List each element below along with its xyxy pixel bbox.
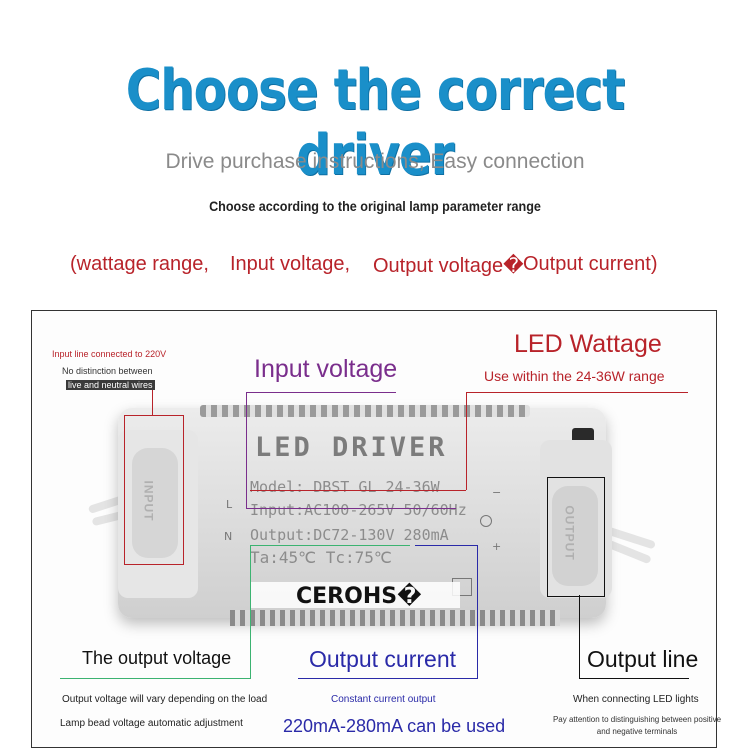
- callout-line-led-wattage: [466, 392, 688, 393]
- param-wattage: (wattage range,: [70, 253, 209, 275]
- label-led-wattage: LED Wattage: [514, 330, 662, 358]
- input-plug-outline: [124, 415, 184, 565]
- callout-line-output-voltage: [250, 545, 251, 679]
- label-live-neutral: live and neutral wires: [66, 380, 155, 390]
- terminal-minus: −: [492, 486, 502, 499]
- terminal-n: N: [224, 530, 233, 543]
- callout-line-led-wattage: [250, 490, 466, 491]
- callout-line-input-voltage: [246, 508, 456, 509]
- callout-line-led-wattage: [466, 392, 467, 490]
- note-connecting: When connecting LED lights: [573, 694, 699, 705]
- label-input-line: Input line connected to 220V: [52, 349, 167, 359]
- driver-output-spec: Output:DC72-130V 280mA: [250, 526, 449, 544]
- callout-line-output-line: [579, 595, 580, 679]
- instruction-text: Choose according to the original lamp pa…: [209, 198, 541, 214]
- label-no-distinction: No distinction between: [62, 366, 153, 376]
- headline: Choose the correct driver: [125, 58, 625, 188]
- cert-badge-backdrop: [250, 582, 460, 608]
- note-current-range: 220mA-280mA can be used: [283, 716, 506, 736]
- label-input-voltage: Input voltage: [254, 355, 398, 383]
- callout-line-output-voltage: [250, 545, 410, 546]
- driver-model: Model: DBST GL 24-36W: [250, 478, 440, 496]
- driver-vent-top: [200, 405, 530, 417]
- lamp-symbol-icon: [480, 515, 492, 527]
- output-plug-outline: [547, 477, 605, 597]
- terminal-l: L: [226, 498, 233, 511]
- callout-line-output-line: [579, 678, 689, 679]
- callout-line-output-current: [415, 545, 477, 546]
- callout-line-output-current: [298, 678, 478, 679]
- note-voltage-vary: Output voltage will vary depending on th…: [62, 694, 268, 705]
- subtitle: Drive purchase instructions, Easy connec…: [165, 150, 585, 173]
- driver-input-spec: Input:AC100-265V 50/60Hz: [250, 501, 467, 519]
- param-input-voltage: Input voltage,: [230, 253, 351, 275]
- driver-temperature: Ta:45℃ Tc:75℃: [250, 548, 392, 567]
- callout-line-output-voltage: [60, 678, 250, 679]
- terminal-plus: +: [492, 540, 502, 553]
- note-voltage-auto: Lamp bead voltage automatic adjustment: [60, 718, 243, 729]
- callout-line-input-voltage: [246, 392, 247, 508]
- param-output-voltage: Output voltage�: [373, 255, 524, 277]
- label-wattage-note: Use within the 24-36W range: [484, 368, 665, 384]
- label-output-line: Output line: [587, 646, 699, 672]
- param-output-current: Output current): [523, 253, 658, 275]
- callout-line-output-current: [477, 545, 478, 679]
- driver-vent-bottom: [230, 610, 560, 626]
- label-output-current: Output current: [309, 646, 457, 672]
- note-polarity: Pay attention to distinguishing between …: [552, 715, 722, 736]
- callout-line-input-line: [152, 390, 153, 415]
- input-plug: [132, 448, 178, 558]
- label-output-voltage: The output voltage: [82, 648, 232, 668]
- output-plug: [552, 486, 598, 586]
- note-constant-current: Constant current output: [331, 694, 436, 705]
- certification-text: CEROHS�: [296, 584, 422, 609]
- driver-title: LED DRIVER: [255, 432, 448, 463]
- callout-line-input-voltage: [246, 392, 396, 393]
